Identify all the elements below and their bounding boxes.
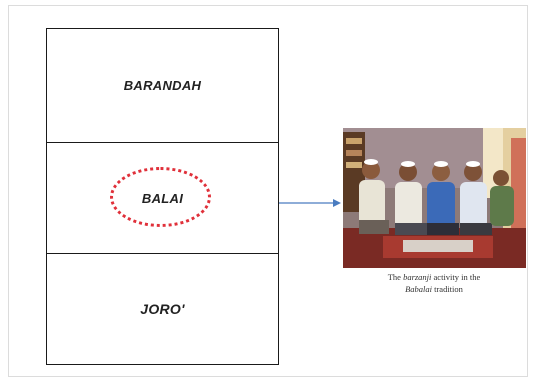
caption-text-mid: activity in the	[431, 272, 481, 282]
caption-text-end: tradition	[431, 284, 463, 294]
highlight-ellipse	[110, 167, 211, 227]
zone-balai: BALAI	[47, 143, 278, 254]
zone-label-barandah: BARANDAH	[123, 78, 202, 93]
zone-joro: JORO'	[47, 254, 278, 364]
caption-term-babalai: Babalai	[405, 284, 432, 294]
zone-label-balai: BALAI	[141, 190, 184, 206]
caption-text-start: The	[387, 272, 404, 282]
arrow-right-icon	[279, 199, 341, 207]
photo-caption: The barzanji activity in the Babalai tra…	[348, 271, 520, 295]
zone-label-joro: JORO'	[140, 301, 185, 317]
caption-term-barzanji: barzanji	[403, 272, 432, 282]
house-zones-diagram: BARANDAH BALAI JORO'	[46, 28, 279, 365]
barzanji-photo	[343, 128, 526, 268]
zone-barandah: BARANDAH	[47, 29, 278, 143]
